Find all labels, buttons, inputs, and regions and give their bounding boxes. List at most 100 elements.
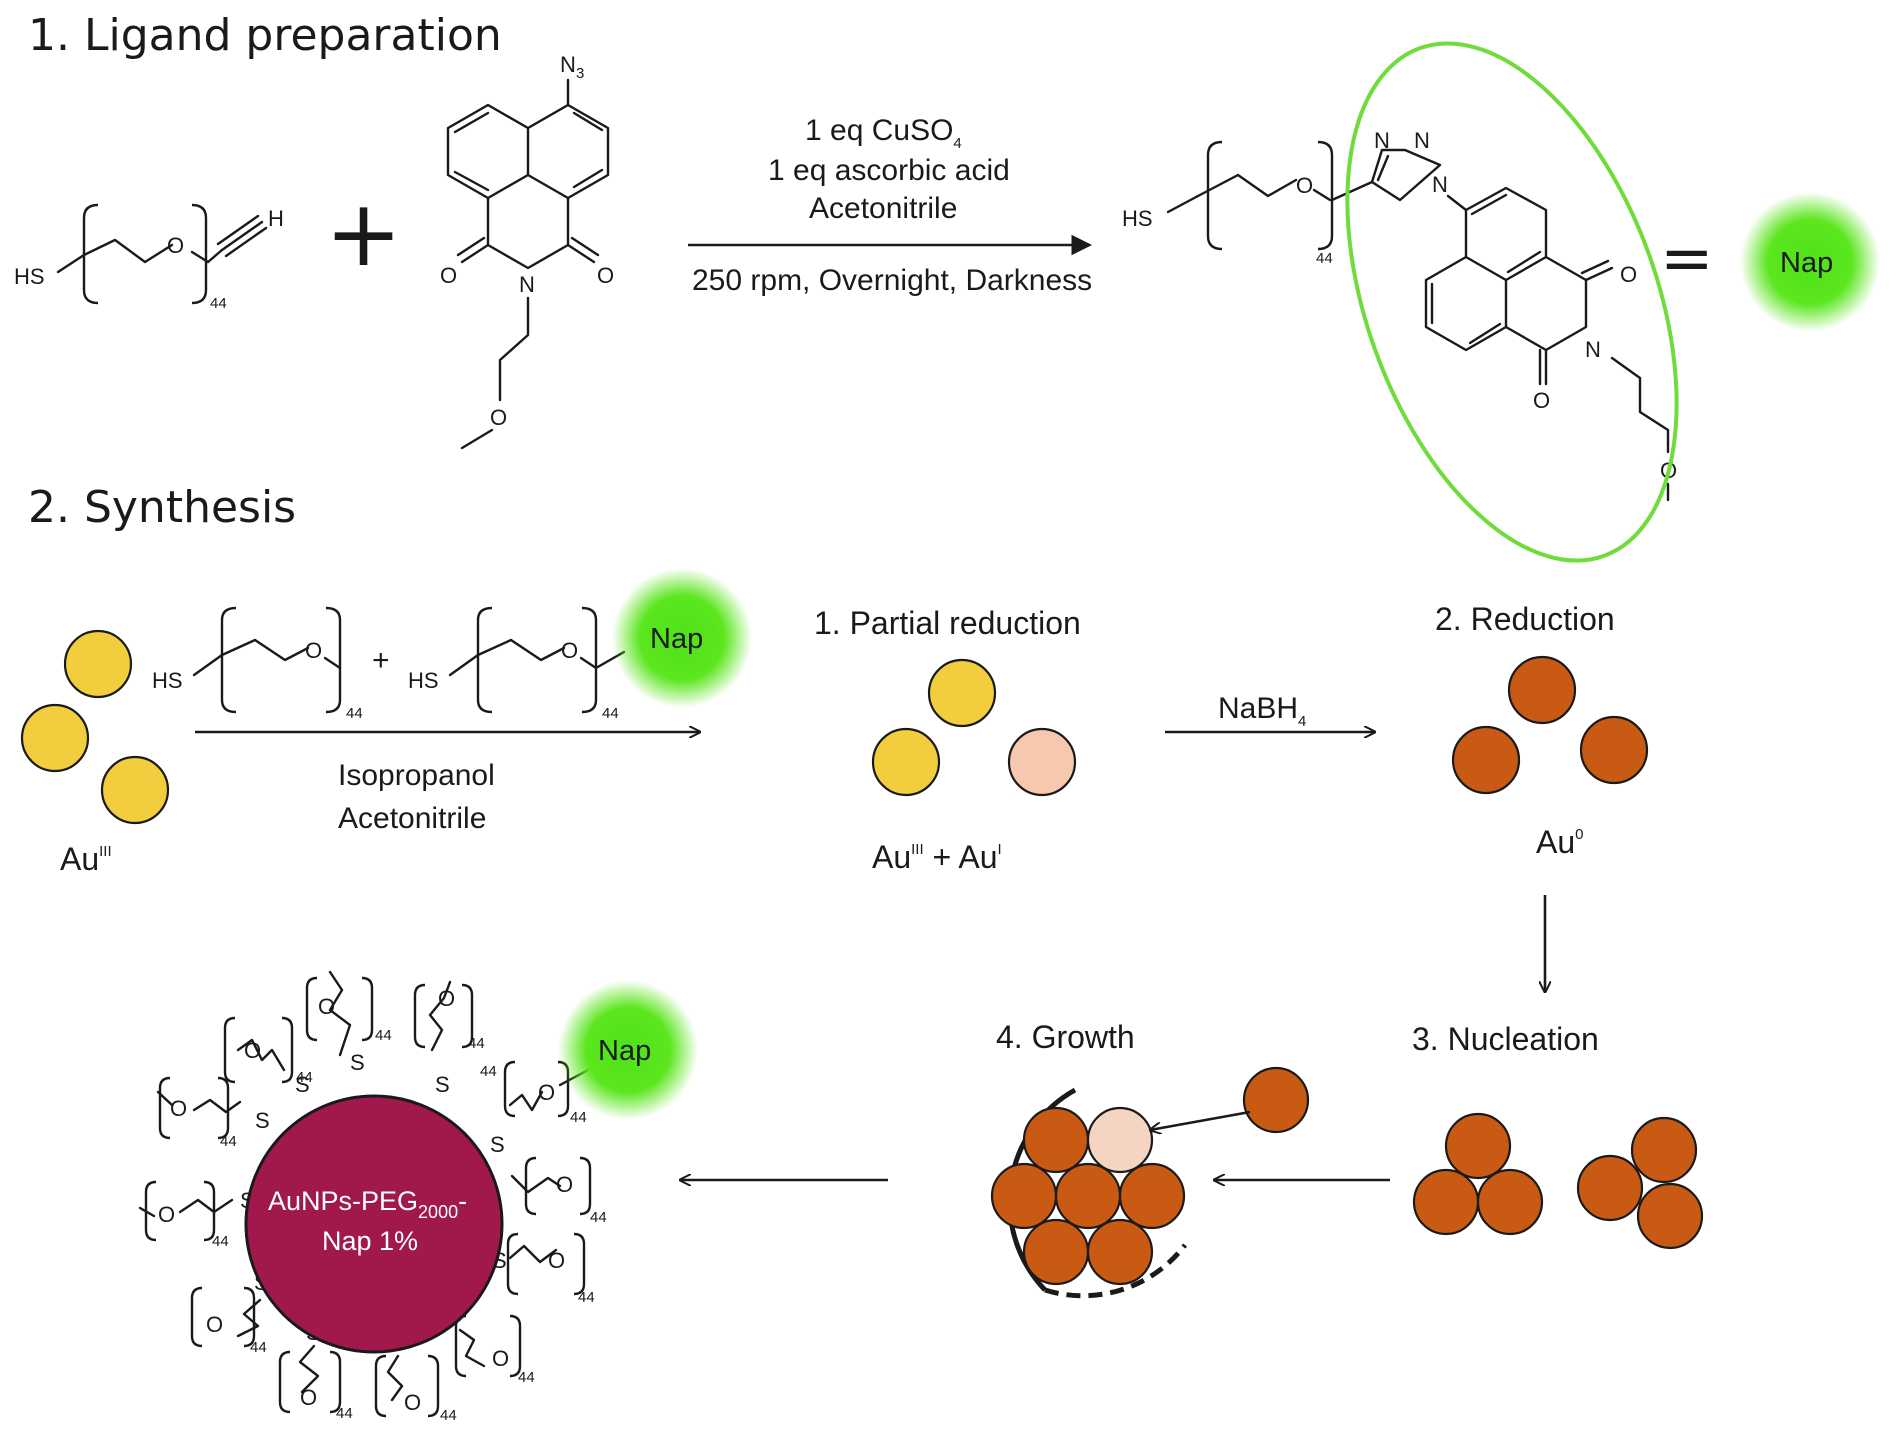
azide-label: N: [560, 52, 576, 77]
equals-sign: =: [1660, 222, 1714, 296]
gold-nanoparticle-core: [244, 1094, 504, 1354]
reaction1-conditions-text: 250 rpm, Overnight, Darkness: [692, 264, 1092, 297]
peg2-hs: HS: [408, 668, 439, 693]
attachment-arrow: [1150, 1110, 1251, 1130]
corona-repeat-11: 44: [336, 1405, 353, 1422]
cluster-particle-6: [1086, 1218, 1154, 1286]
step1-title: 1. Partial reduction: [814, 605, 1081, 641]
nucleus-b-1: [1630, 1116, 1698, 1184]
cluster-particle-4: [1118, 1162, 1186, 1230]
triazole-n3: N: [1432, 172, 1448, 197]
corona-repeat-8: 44: [578, 1289, 595, 1306]
carbonyl-o-right: O: [597, 263, 614, 288]
growth-cluster: [990, 1066, 1310, 1299]
step4-title: 4. Growth: [996, 1019, 1135, 1055]
corona-repeat-12: 44: [440, 1407, 457, 1424]
corona-repeat-10: 44: [518, 1369, 535, 1386]
hs-label: HS: [14, 264, 45, 289]
corona-o-4: O: [538, 1080, 555, 1105]
corona-repeat-5: 44: [220, 1133, 237, 1150]
nap-highlight-ellipse: [1345, 41, 1679, 563]
corona-o-5: O: [170, 1096, 187, 1121]
au3-starting-particles: [20, 629, 170, 825]
nucleus-a-3: [1476, 1168, 1544, 1236]
product-ligand-molecule: HS O 44 N N N O N O O: [1122, 128, 1677, 502]
thiol-s-5: S: [490, 1132, 505, 1157]
solvent-acetonitrile: Acetonitrile: [338, 802, 486, 835]
nucleus-a-2: [1412, 1168, 1480, 1236]
au0-particle-1: [1507, 655, 1577, 725]
final-nanoparticle: S S S S S S S S S S S O 44 O 44 O 44: [138, 970, 698, 1424]
repeat-count: 44: [210, 295, 227, 312]
carbonyl-o-left: O: [440, 263, 457, 288]
methoxy-o: O: [490, 405, 507, 430]
peg2-repeat: 44: [602, 705, 619, 722]
corona-o-1: O: [244, 1038, 261, 1063]
corona-o-8: O: [548, 1248, 565, 1273]
corona-repeat-1: 44: [296, 1069, 313, 1086]
corona-repeat-3: 44: [468, 1035, 485, 1052]
reaction1-solvent: Acetonitrile: [809, 192, 957, 225]
thiol-s-3: S: [350, 1050, 365, 1075]
corona-o-12: O: [404, 1390, 421, 1415]
corona-o-9: O: [206, 1312, 223, 1337]
nucleus-a-1: [1444, 1112, 1512, 1180]
incoming-site-particle: [1086, 1106, 1154, 1174]
product-repeat: 44: [1316, 250, 1333, 267]
corona-o-7: O: [158, 1202, 175, 1227]
cluster-particle-1: [1022, 1106, 1090, 1174]
au0-particle-3: [1579, 715, 1649, 785]
nucleation-clusters: [1412, 1112, 1704, 1250]
thiol-s-1: S: [255, 1108, 270, 1133]
corona-repeat-7: 44: [212, 1233, 229, 1250]
corona-repeat-4a: 44: [480, 1063, 497, 1080]
corona-o-11: O: [300, 1385, 317, 1410]
corona-o-10: O: [492, 1346, 509, 1371]
product-label-line2: Nap 1%: [322, 1226, 418, 1256]
nap-glow-section1: [1740, 192, 1880, 332]
au3-particle-step1-a: [927, 658, 997, 728]
cluster-particle-3: [1054, 1162, 1122, 1230]
nap-glow-reagent: [612, 568, 752, 708]
cluster-particle-2: [990, 1162, 1058, 1230]
triazole-n2: N: [1414, 128, 1430, 153]
nucleus-b-3: [1636, 1182, 1704, 1250]
growth-boundary-dashed: [1044, 1243, 1187, 1299]
azido-naphthalimide-molecule: N 3 O O N O: [440, 52, 614, 450]
corona-o-6: O: [556, 1172, 573, 1197]
cluster-particle-5: [1022, 1218, 1090, 1286]
product-label-line1: AuNPs-PEG2000-: [268, 1186, 467, 1222]
step1-label: AuIII + AuI: [872, 839, 1002, 875]
reagent-ascorbic-acid: 1 eq ascorbic acid: [768, 154, 1010, 187]
peg-corona: S S S S S S S S S S S O 44 O 44 O 44: [138, 970, 607, 1424]
au3-particle-1: [63, 629, 133, 699]
step3-title: 3. Nucleation: [1412, 1021, 1599, 1057]
thiol-s-2: S: [295, 1072, 310, 1097]
ether-oxygen: O: [167, 233, 184, 258]
product-ether-o: O: [1296, 173, 1313, 198]
nap-glow-product: [558, 980, 698, 1120]
corona-o-2: O: [318, 994, 335, 1019]
nap-label-section1: Nap: [1780, 247, 1833, 279]
corona-o-3: O: [438, 986, 455, 1011]
step2-title: 2. Reduction: [1435, 601, 1615, 637]
au3-particle-3: [100, 755, 170, 825]
section2-title: 2. Synthesis: [28, 482, 296, 533]
product-carbonyl-o-top: O: [1620, 262, 1637, 287]
product-imide-n: N: [1585, 337, 1601, 362]
free-au0-particle: [1242, 1066, 1310, 1134]
reagent-plus: +: [372, 644, 390, 677]
peg1-repeat: 44: [346, 705, 363, 722]
corona-repeat-2: 44: [375, 1027, 392, 1044]
peg1-o: O: [305, 638, 322, 663]
partial-reduction-particles: [871, 658, 1077, 797]
thiol-s-4: S: [435, 1072, 450, 1097]
nap-label-product: Nap: [598, 1035, 651, 1067]
nucleus-b-2: [1576, 1154, 1644, 1222]
azide-subscript: 3: [576, 65, 584, 82]
corona-repeat-4: 44: [570, 1109, 587, 1126]
plus-sign: +: [325, 180, 402, 287]
reducer-nabh4: NaBH4: [1218, 692, 1306, 730]
section1-title: 1. Ligand preparation: [28, 10, 502, 61]
